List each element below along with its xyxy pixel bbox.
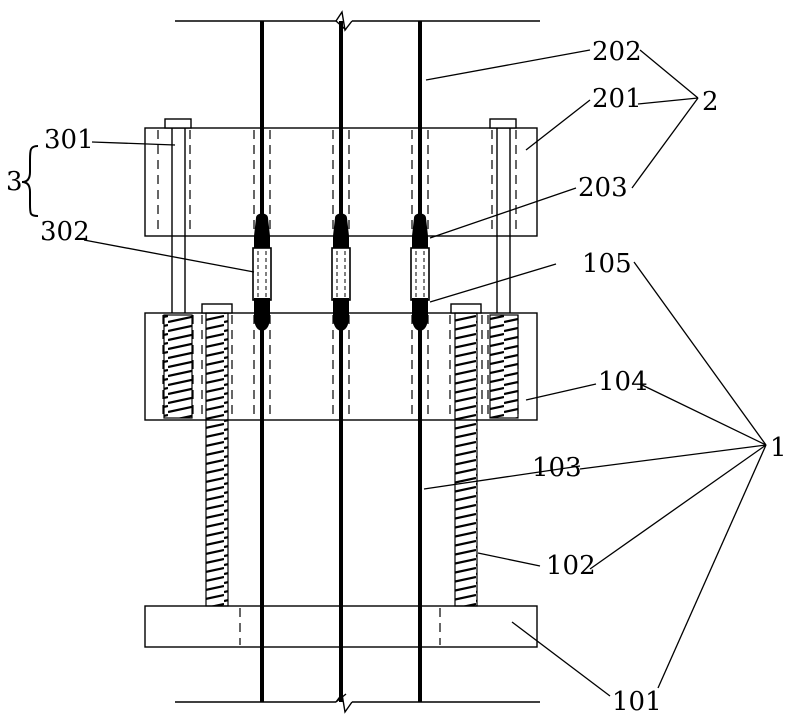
leader-101 [511,621,611,697]
label-202: 202 [592,37,642,67]
label-2: 2 [702,87,719,117]
label-201: 201 [592,84,642,114]
label-104: 104 [598,367,648,397]
leader-2-to-202 [639,49,699,99]
coupling-center [331,213,351,331]
label-102: 102 [546,551,596,581]
coupling-left [252,213,272,331]
leader-lines [83,49,767,697]
label-105: 105 [582,249,632,279]
leader-103 [423,465,581,490]
label-101: 101 [612,687,662,717]
label-302: 302 [40,217,90,247]
leader-1-to-105 [633,261,767,446]
label-301: 301 [44,125,94,155]
label-103: 103 [532,453,582,483]
label-203: 203 [578,173,628,203]
leader-302 [83,239,255,273]
screw-rod-102-right [450,303,482,607]
base-plate-hidden-lines [239,608,441,645]
leader-1-to-102 [589,444,767,570]
leader-105 [429,263,557,303]
coupling-right [410,213,430,331]
upper-plate-hidden-lines [157,130,517,234]
leader-2-to-201 [637,97,699,105]
leader-301 [91,141,176,146]
rod-break-mark-top [335,20,347,31]
screw-rod-102-left [201,303,233,607]
leader-1-to-104 [639,383,767,446]
leader-1-to-103 [579,444,767,470]
leader-202 [425,49,591,81]
brace-group-3 [21,145,39,217]
label-3: 3 [6,167,23,197]
leader-1-to-101 [657,444,767,689]
bolt-301-left [164,118,192,313]
top-boundary-line [175,10,540,32]
bottom-boundary-line [175,692,540,714]
leader-201 [525,99,591,151]
label-1: 1 [770,433,787,463]
leader-102 [477,552,541,567]
spring-left-outer [163,314,193,419]
leader-2-to-203 [631,97,699,189]
rod-break-mark-bottom [335,693,347,703]
spring-right-outer [489,314,519,419]
leader-104 [525,383,597,401]
leader-203 [429,187,577,239]
